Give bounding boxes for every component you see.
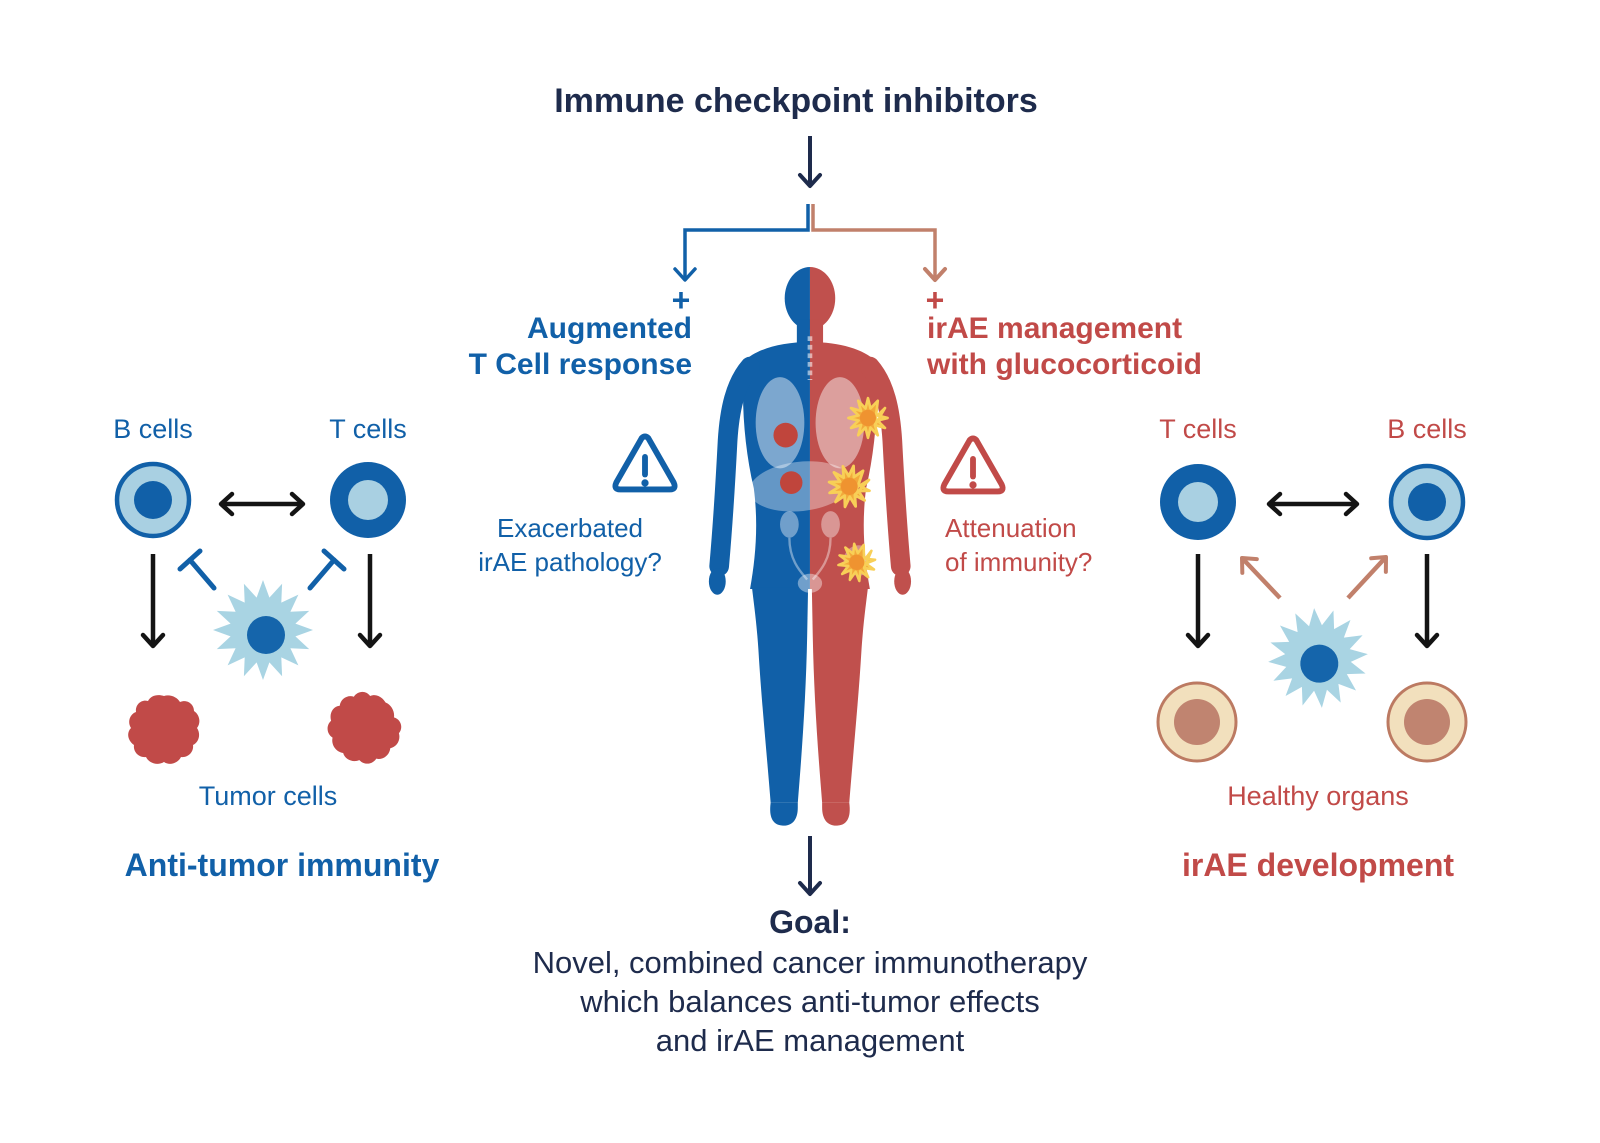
salmon-arrow-icon bbox=[1240, 556, 1282, 600]
branch-arrow-left-icon bbox=[673, 204, 810, 282]
kidney-right bbox=[821, 511, 840, 538]
branch-label-left: Augmented T Cell response bbox=[468, 312, 692, 381]
lung-left bbox=[755, 377, 805, 469]
tumor-spot bbox=[773, 422, 798, 448]
bladder bbox=[797, 573, 823, 593]
b-cell bbox=[117, 464, 189, 536]
anti-tumor-cluster bbox=[117, 462, 414, 778]
outcome-label-left: Anti-tumor immunity bbox=[124, 847, 440, 883]
t-cell bbox=[330, 462, 406, 538]
diagram-title: Immune checkpoint inhibitors bbox=[554, 82, 1038, 120]
flow-top bbox=[673, 136, 947, 282]
warning-triangle-icon bbox=[615, 436, 674, 489]
b-cells-label-left: B cells bbox=[113, 414, 193, 444]
tumor-spot bbox=[780, 471, 803, 494]
warning-label-left: Exacerbated irAE pathology? bbox=[478, 513, 662, 577]
b-cell bbox=[1391, 466, 1463, 538]
salmon-arrow-icon bbox=[1346, 555, 1388, 600]
ureter-right bbox=[811, 537, 832, 581]
kidney-left bbox=[780, 511, 799, 538]
body-organs bbox=[749, 336, 889, 593]
t-cells-label-left: T cells bbox=[329, 414, 407, 444]
ureter-left bbox=[788, 537, 809, 581]
branch-arrow-right-icon bbox=[811, 204, 947, 282]
lung-right bbox=[815, 377, 865, 469]
dendritic-cell bbox=[213, 580, 313, 680]
plus-left: + bbox=[671, 282, 691, 318]
t-cells-label-right: T cells bbox=[1159, 414, 1237, 444]
goal-heading: Goal: bbox=[769, 904, 851, 940]
dendritic-cell bbox=[1254, 594, 1382, 722]
plus-right: + bbox=[925, 282, 945, 318]
goal-body: Novel, combined cancer immunotherapy whi… bbox=[532, 945, 1088, 1058]
branch-label-right: irAE management with glucocorticoid bbox=[927, 312, 1202, 381]
tumor-cells-label: Tumor cells bbox=[198, 781, 338, 811]
healthy-organ bbox=[1156, 681, 1238, 763]
warning-label-right: Attenuation of immunity? bbox=[945, 513, 1093, 577]
healthy-organ bbox=[1386, 681, 1468, 763]
body-half-red bbox=[709, 267, 911, 826]
healthy-organs-label: Healthy organs bbox=[1227, 781, 1409, 811]
tumor-cell bbox=[314, 678, 414, 778]
tumor-cell bbox=[128, 695, 200, 764]
irae-cluster bbox=[1156, 464, 1468, 763]
warning-triangle-icon bbox=[943, 438, 1002, 491]
outcome-label-right: irAE development bbox=[1181, 847, 1455, 883]
t-bar-inhibitor-icon bbox=[177, 548, 347, 591]
human-body-figure bbox=[709, 267, 911, 826]
b-cells-label-right: B cells bbox=[1387, 414, 1467, 444]
